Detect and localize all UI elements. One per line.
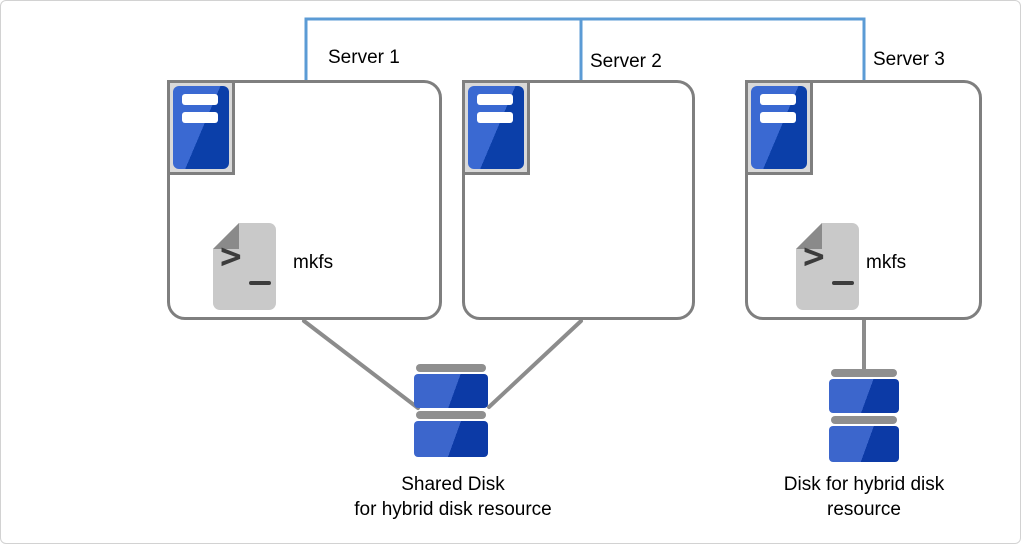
caption-line: for hybrid disk resource [354, 499, 552, 520]
disk-cap [416, 411, 486, 419]
server-drive-slot [182, 94, 218, 105]
hybrid-disk-icon [829, 369, 899, 465]
prompt-glyph: > [220, 236, 242, 277]
mkfs-command-label: mkfs [293, 252, 334, 273]
caption-line: resource [827, 499, 901, 520]
hybrid-disk-caption: Disk for hybrid disk resource [744, 472, 984, 522]
disk-platter [829, 426, 899, 462]
disk-platter [414, 374, 488, 408]
server-tower-body [468, 86, 524, 169]
cursor-underscore [249, 281, 271, 285]
server1-box: > mkfs [167, 80, 442, 320]
server-drive-slot [182, 112, 218, 123]
server-drive-slot [760, 94, 796, 105]
server-tower-icon [745, 80, 813, 175]
disk-cap [416, 364, 486, 372]
disk-cap [831, 369, 897, 377]
server3-box: > mkfs [745, 80, 982, 320]
caption-line: Shared Disk [401, 474, 505, 495]
shared-disk-icon [414, 364, 488, 460]
mkfs-command-label: mkfs [866, 252, 907, 273]
server1-label: Server 1 [328, 47, 400, 68]
terminal-script-file-icon: > [796, 223, 859, 310]
prompt-glyph: > [803, 236, 825, 277]
server2-label: Server 2 [590, 51, 662, 72]
cursor-underscore [832, 281, 854, 285]
caption-line: Disk for hybrid disk [783, 474, 945, 495]
server-drive-slot [477, 112, 513, 123]
server2-box [462, 80, 695, 320]
server-tower-body [173, 86, 229, 169]
server3-label: Server 3 [873, 49, 945, 70]
server-drive-slot [760, 112, 796, 123]
connector-server1-shared-disk [302, 319, 420, 410]
terminal-script-file-icon: > [213, 223, 276, 310]
server-drive-slot [477, 94, 513, 105]
server-tower-icon [462, 80, 530, 175]
network-interconnect-line [304, 17, 866, 83]
disk-platter [414, 421, 488, 457]
shared-disk-caption: Shared Disk for hybrid disk resource [313, 472, 593, 522]
server-tower-icon [167, 80, 235, 175]
disk-platter [829, 379, 899, 413]
connector-server2-shared-disk [487, 319, 583, 409]
disk-cap [831, 416, 897, 424]
server-tower-body [751, 86, 807, 169]
